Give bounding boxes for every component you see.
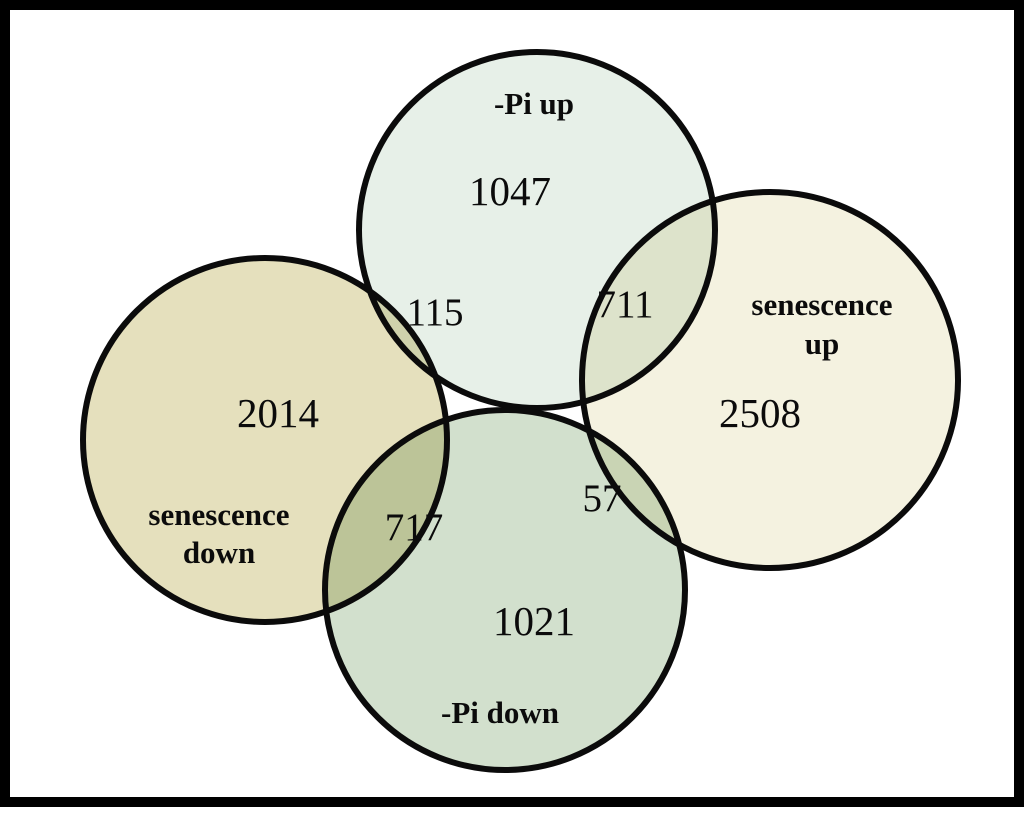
count-overlap-pi-up-senescence-up: 711	[596, 283, 653, 326]
set-label-senescence-up-line1: senescence	[751, 287, 892, 322]
venn-diagram: -Pi up senescence up senescence down -Pi…	[80, 49, 961, 773]
set-label-senescence-up-line2: up	[805, 326, 839, 361]
circle-outline-senescence-up[interactable]	[579, 189, 961, 571]
count-senescence-down: 2014	[237, 390, 319, 436]
venn-circle-outlines	[80, 49, 961, 773]
count-overlap-pi-down-senescence-down: 717	[385, 506, 444, 549]
circle-outline-pi-down[interactable]	[322, 407, 688, 773]
count-senescence-up: 2508	[719, 390, 801, 436]
set-label-senescence-down-line2: down	[183, 535, 255, 570]
circle-fill-pi-down	[325, 410, 685, 770]
set-label-pi-up: -Pi up	[494, 86, 574, 121]
count-overlap-pi-up-senescence-down: 115	[406, 291, 463, 334]
circle-outline-pi-up[interactable]	[356, 49, 718, 411]
count-pi-down: 1021	[493, 598, 575, 644]
circle-fill-pi-up	[359, 52, 715, 408]
count-pi-up: 1047	[469, 168, 551, 214]
set-label-senescence-down-line1: senescence	[148, 497, 289, 532]
venn-circle-fills	[83, 52, 958, 770]
count-overlap-pi-down-senescence-up: 57	[583, 477, 622, 520]
set-label-pi-down: -Pi down	[441, 695, 559, 730]
circle-outline-senescence-down[interactable]	[80, 255, 450, 625]
